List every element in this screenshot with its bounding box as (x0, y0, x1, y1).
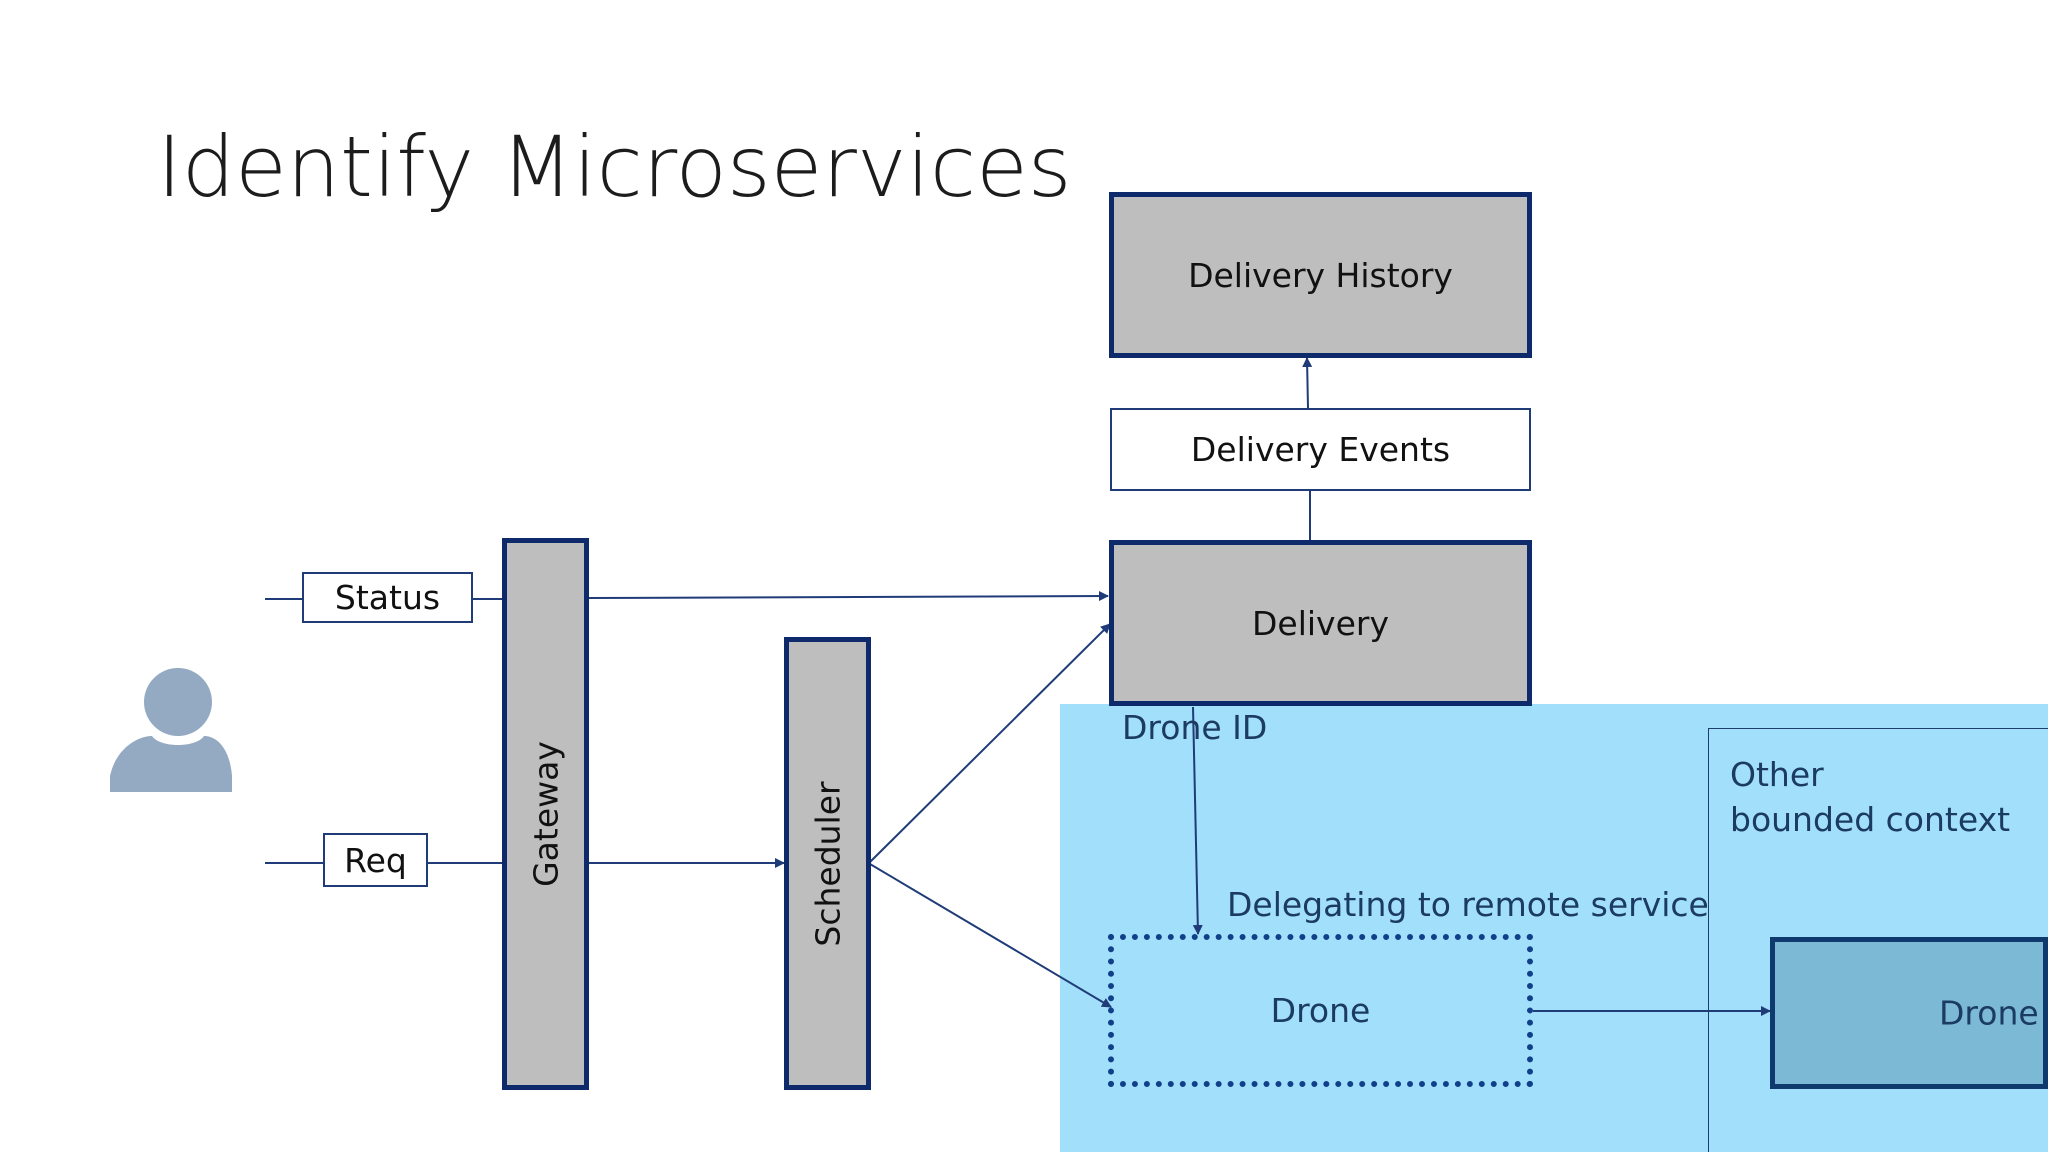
scheduler-to-delivery-arrow (869, 623, 1111, 863)
gateway-label: Gateway (526, 741, 565, 887)
delivery-to-drone-arrow (1192, 706, 1203, 935)
req-tag-label: Req (344, 840, 407, 880)
drone-remote-label: Drone (1939, 993, 2039, 1033)
drone-local-proxy: Drone (1108, 934, 1533, 1087)
delivery-history-service: Delivery History (1109, 192, 1532, 358)
scheduler-service: Scheduler (784, 637, 871, 1090)
drone-id-label: Drone ID (1122, 708, 1268, 747)
delivery-service: Delivery (1109, 540, 1532, 706)
status-tag: Status (302, 572, 473, 623)
req-tag: Req (323, 833, 428, 887)
delegating-label: Delegating to remote service (1227, 885, 1709, 924)
scheduler-to-drone-arrow (869, 863, 1112, 1008)
other-bounded-context-region (1708, 728, 2048, 1152)
gateway-service: Gateway (502, 538, 589, 1090)
other-context-line2: bounded context (1730, 800, 2011, 839)
other-context-line1: Other (1730, 755, 1824, 794)
scheduler-label: Scheduler (808, 780, 847, 947)
slide-title: Identify Microservices (157, 118, 1072, 216)
status-tag-label: Status (334, 578, 441, 617)
user-icon (110, 668, 232, 792)
delivery-label: Delivery (1252, 603, 1389, 643)
gateway-to-delivery-arrow (587, 591, 1109, 602)
events-to-history-arrow (1302, 357, 1313, 409)
delivery-events-queue: Delivery Events (1110, 408, 1531, 491)
drone-local-label: Drone (1270, 991, 1371, 1030)
drone-remote-service: Drone (1770, 937, 2048, 1089)
delivery-history-label: Delivery History (1188, 255, 1453, 295)
delivery-events-label: Delivery Events (1190, 430, 1451, 469)
